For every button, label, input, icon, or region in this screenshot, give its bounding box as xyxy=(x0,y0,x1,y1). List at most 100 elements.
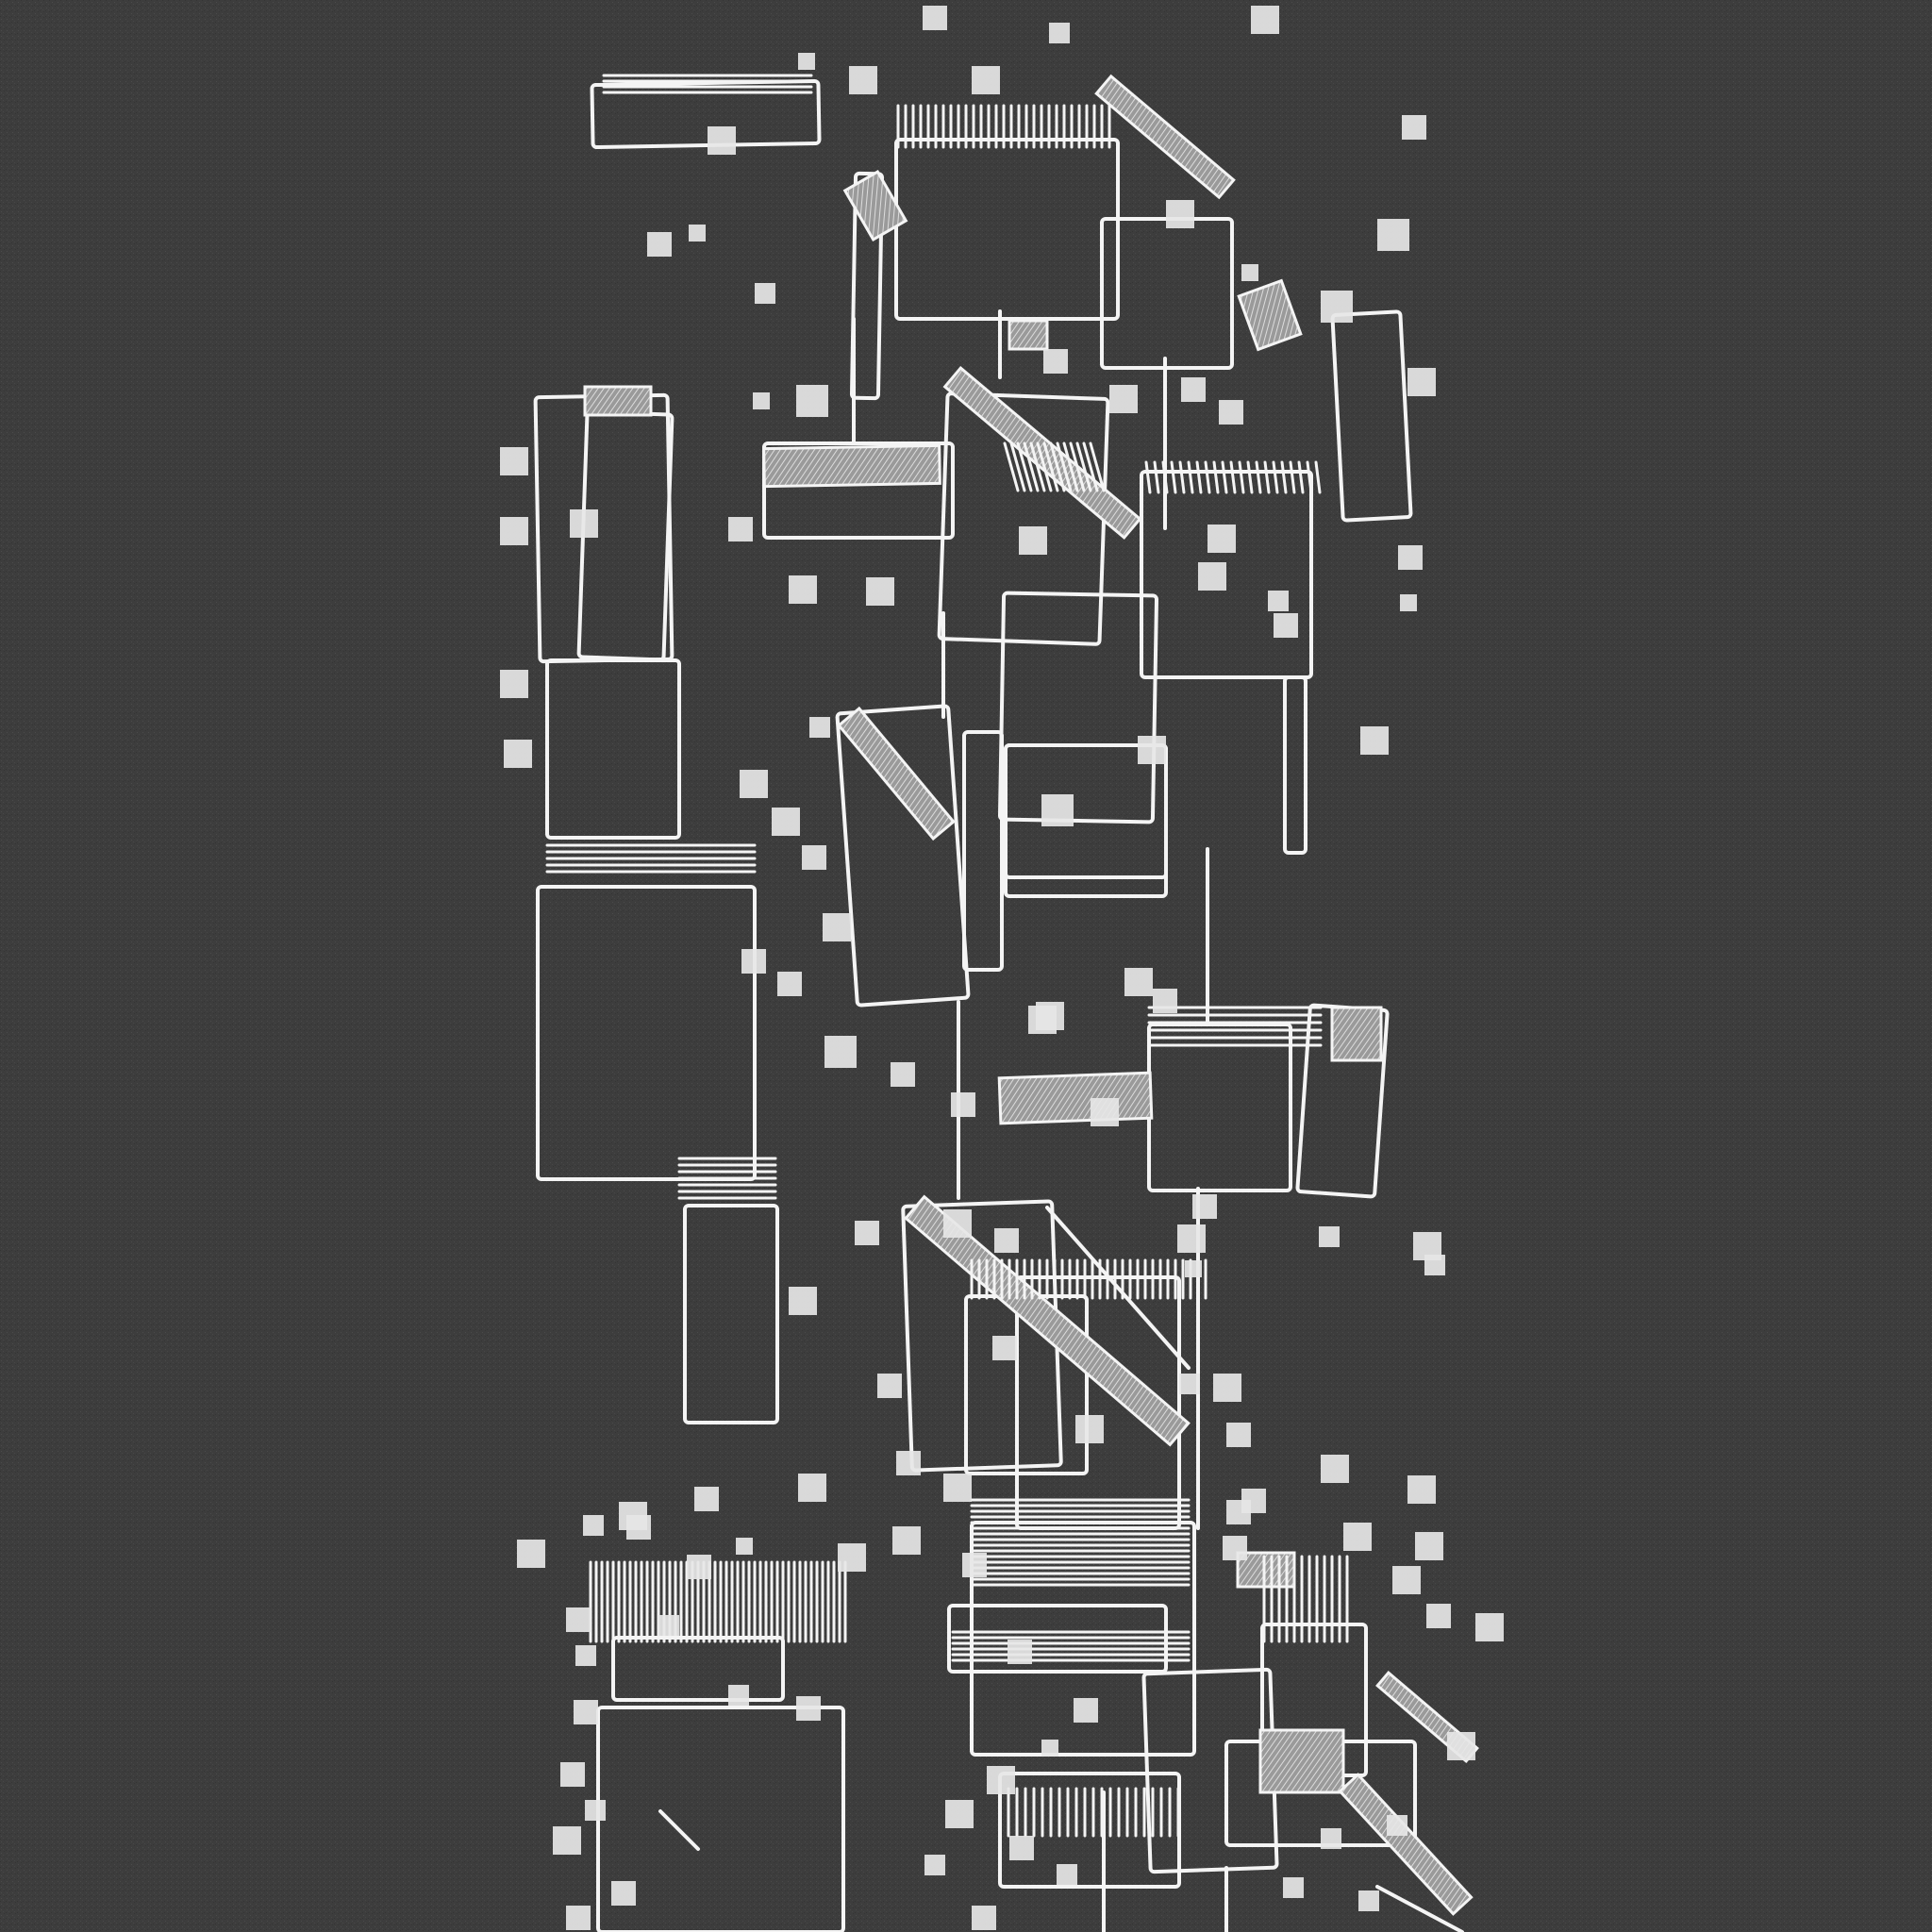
scattered-square xyxy=(1475,1613,1504,1641)
scattered-square xyxy=(1241,264,1258,281)
fringe-tick xyxy=(1153,460,1160,494)
scattered-square xyxy=(1447,1732,1475,1760)
sketch-line xyxy=(1045,1206,1191,1370)
scattered-square xyxy=(962,1553,987,1577)
fringe-tick xyxy=(1009,441,1026,492)
scattered-square xyxy=(1407,368,1436,396)
fringe-tick xyxy=(1023,441,1040,492)
scattered-square xyxy=(1074,1698,1098,1723)
scattered-square xyxy=(517,1540,545,1568)
scattered-square xyxy=(574,1700,598,1724)
scattered-square xyxy=(658,1615,679,1636)
scattered-square xyxy=(753,392,770,409)
fringe-tick xyxy=(1042,441,1059,492)
sketch-box xyxy=(536,885,757,1181)
scattered-square xyxy=(647,232,672,257)
hatched-beam xyxy=(1094,74,1236,200)
fringe-tick xyxy=(1161,460,1169,494)
scattered-square xyxy=(1398,545,1423,570)
scattered-square xyxy=(1124,968,1153,996)
scattered-square xyxy=(1377,219,1409,251)
scattered-square xyxy=(823,913,851,941)
scattered-square xyxy=(777,972,802,996)
scattered-square xyxy=(972,66,1000,94)
scattered-square xyxy=(1041,1740,1058,1757)
scattered-square xyxy=(972,1906,996,1930)
scattered-square xyxy=(728,517,753,541)
scattered-square xyxy=(892,1526,921,1555)
sketch-box xyxy=(997,591,1159,824)
scattered-square xyxy=(583,1515,604,1536)
scattered-squares xyxy=(500,6,1504,1930)
fringe-tick xyxy=(1056,441,1073,492)
fringe-tick xyxy=(1246,460,1254,494)
sketch-box xyxy=(835,704,971,1008)
fringe-tick xyxy=(1178,460,1186,494)
scattered-square xyxy=(838,1543,866,1572)
sketch-box xyxy=(894,138,1120,321)
scattered-square xyxy=(796,1696,821,1721)
scattered-square xyxy=(1019,526,1047,555)
scattered-square xyxy=(866,577,894,606)
hatched-strip xyxy=(1258,1728,1345,1794)
fringe-tick xyxy=(1297,460,1305,494)
fringe-tick xyxy=(1082,441,1099,492)
fringe-tick xyxy=(1016,441,1033,492)
fringe-tick xyxy=(1306,460,1313,494)
sketch-line xyxy=(1375,1885,1464,1932)
sketch-box xyxy=(1004,743,1168,898)
scattered-square xyxy=(1319,1226,1340,1247)
sketch-box xyxy=(849,171,885,401)
scattered-square xyxy=(1321,1828,1341,1849)
scattered-square xyxy=(1179,1374,1200,1394)
hatched-beam xyxy=(1338,1773,1474,1916)
fringe-tick xyxy=(1049,441,1066,492)
scattered-square xyxy=(1226,1500,1251,1524)
scattered-square xyxy=(1226,1423,1251,1447)
scattered-square xyxy=(923,6,947,30)
scattered-square xyxy=(1213,1374,1241,1402)
hatched-strips xyxy=(583,74,1479,1916)
scattered-square xyxy=(570,509,598,538)
scattered-square xyxy=(951,1092,975,1117)
fringe-tick xyxy=(1144,460,1152,494)
scattered-square xyxy=(1358,1890,1379,1911)
scattered-square xyxy=(1041,794,1074,826)
scattered-square xyxy=(1407,1475,1436,1504)
scattered-square xyxy=(1185,1260,1202,1277)
scattered-square xyxy=(877,1374,902,1398)
scattered-square xyxy=(1321,1455,1349,1483)
scattered-square xyxy=(1036,1002,1064,1030)
scattered-square xyxy=(994,1228,1019,1253)
scattered-square xyxy=(789,575,817,604)
scattered-square xyxy=(566,1607,591,1632)
hatched-strip xyxy=(1237,278,1303,352)
scattered-square xyxy=(1043,349,1068,374)
fringe-tick xyxy=(1089,441,1106,492)
scattered-square xyxy=(1208,525,1236,553)
hatched-strip xyxy=(762,443,941,489)
scattered-square xyxy=(1402,115,1426,140)
scattered-square xyxy=(1049,23,1070,43)
scattered-square xyxy=(687,1555,711,1579)
scattered-square xyxy=(694,1487,719,1511)
scattered-square xyxy=(1153,989,1177,1013)
scattered-square xyxy=(611,1881,636,1906)
sketch-box xyxy=(962,730,1004,972)
fringe-tick xyxy=(1314,460,1322,494)
sketch-box xyxy=(1283,675,1307,855)
scattered-square xyxy=(1009,1836,1034,1860)
scattered-square xyxy=(1075,1415,1104,1443)
scattered-square xyxy=(943,1474,972,1502)
scattered-square xyxy=(500,517,528,545)
hatched-strip xyxy=(1330,1006,1383,1062)
scattered-square xyxy=(1166,200,1194,228)
fringe-tick xyxy=(1272,460,1279,494)
sketch-box xyxy=(545,658,681,840)
line-sketch xyxy=(533,78,1464,1932)
fringe-tick xyxy=(1280,460,1288,494)
scattered-square xyxy=(585,1800,606,1821)
scattered-square xyxy=(553,1826,581,1855)
scattered-square xyxy=(1268,591,1289,611)
